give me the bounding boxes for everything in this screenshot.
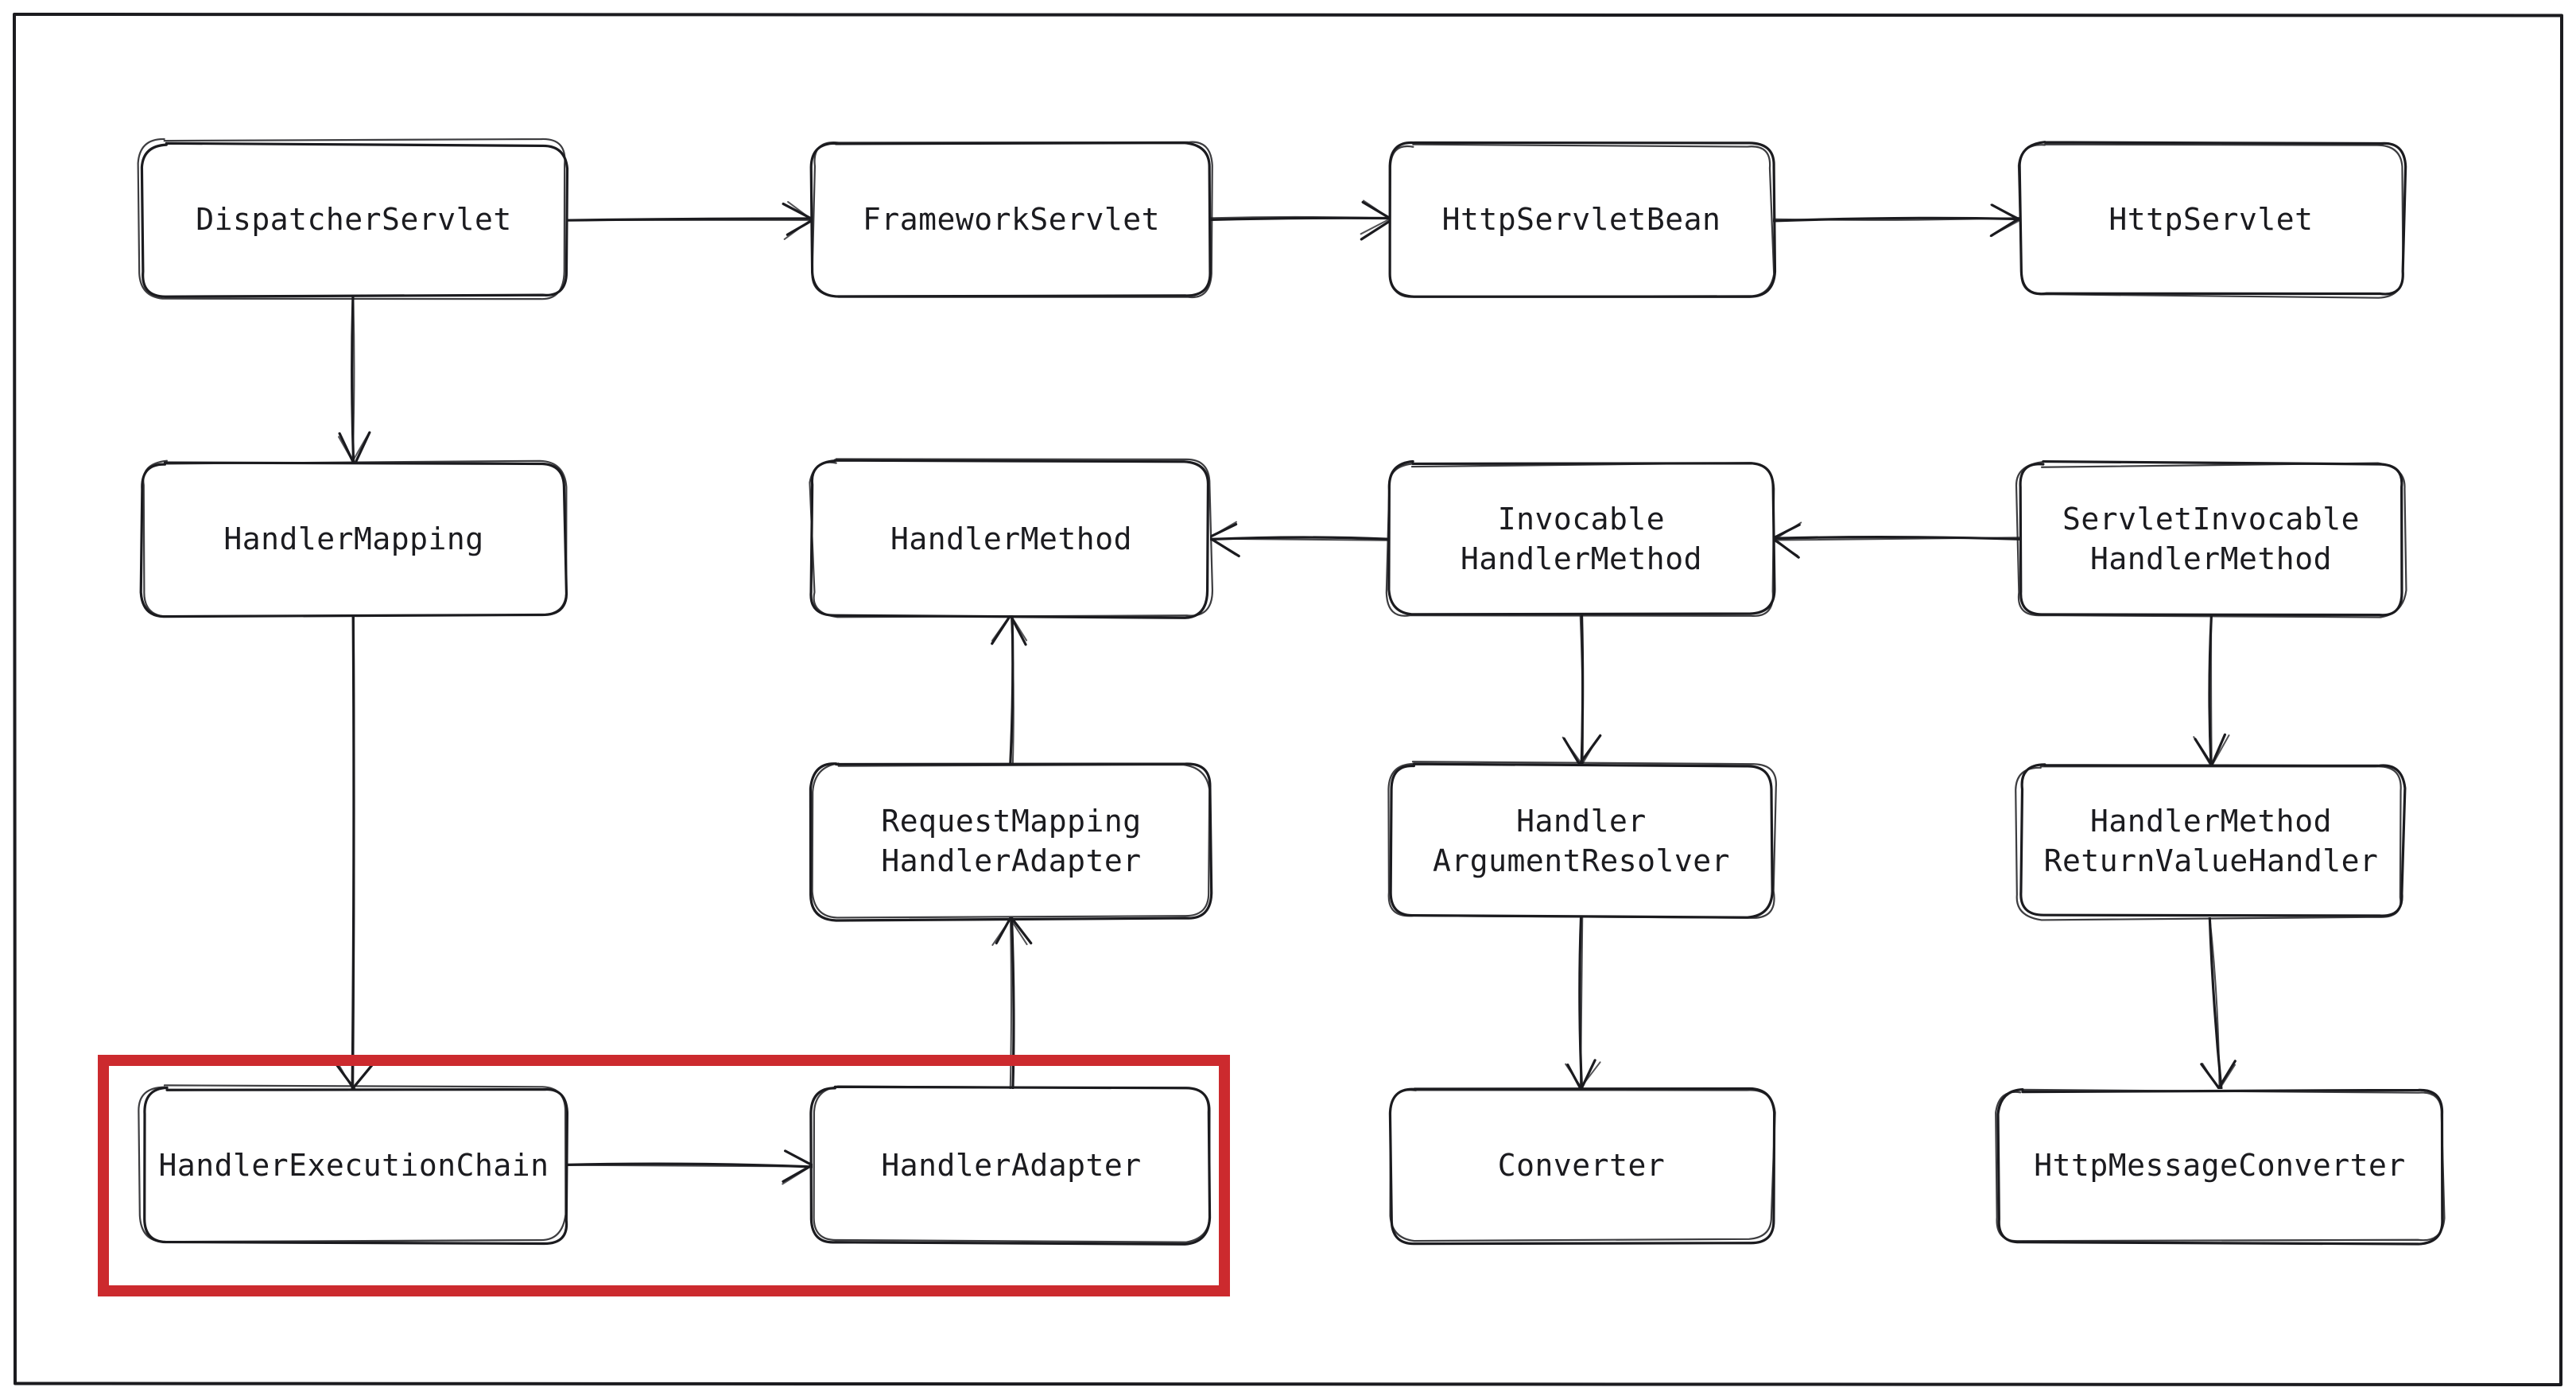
edge-layer (334, 200, 2237, 1185)
node-invocable-handler-method[interactable] (1385, 459, 1776, 617)
node-dispatcher-servlet[interactable] (137, 138, 569, 300)
node-layer (137, 138, 2446, 1246)
node-http-servlet[interactable] (2017, 141, 2407, 299)
node-handler-adapter[interactable] (809, 1085, 1212, 1246)
canvas-frame (13, 13, 2563, 1386)
edge-dispatcher-servlet-to-framework-servlet (563, 200, 815, 240)
node-servlet-invocable-handler-method[interactable] (2015, 459, 2407, 618)
edge-servlet-invocable-handler-method-to-invocable-handler-method (1771, 521, 2023, 559)
edge-handler-adapter-to-request-mapping-handler-adapter (991, 914, 1033, 1090)
edge-invocable-handler-method-to-handler-argument-resolver (1562, 614, 1602, 768)
node-request-mapping-handler-adapter[interactable] (809, 762, 1213, 922)
node-handler-method[interactable] (809, 458, 1214, 619)
highlight-layer (98, 1055, 1230, 1296)
node-handler-argument-resolver[interactable] (1387, 761, 1777, 919)
node-framework-servlet[interactable] (809, 141, 1213, 299)
node-handler-execution-chain[interactable] (138, 1084, 569, 1246)
highlight-rect (98, 1055, 1230, 1296)
edge-handler-argument-resolver-to-converter (1565, 915, 1601, 1092)
node-converter[interactable] (1388, 1087, 1776, 1246)
node-http-message-converter[interactable] (1995, 1088, 2446, 1246)
canvas-border (13, 13, 2563, 1386)
node-http-servlet-bean[interactable] (1388, 141, 1777, 298)
edge-handler-execution-chain-to-handler-adapter (564, 1149, 815, 1185)
node-handler-mapping[interactable] (139, 459, 568, 618)
edge-request-mapping-handler-adapter-to-handler-method (991, 614, 1028, 767)
edge-servlet-invocable-handler-method-to-handler-method-return-value-handler (2193, 614, 2230, 767)
edge-dispatcher-servlet-to-handler-mapping (337, 294, 371, 465)
node-handler-method-return-value-handler[interactable] (2015, 763, 2407, 921)
edge-handler-mapping-to-handler-execution-chain (334, 613, 375, 1091)
edge-framework-servlet-to-http-servlet-bean (1207, 200, 1393, 241)
edge-invocable-handler-method-to-handler-method (1207, 521, 1391, 558)
edge-handler-method-return-value-handler-to-http-message-converter (2200, 915, 2237, 1091)
edge-http-servlet-bean-to-http-servlet (1771, 203, 2021, 238)
